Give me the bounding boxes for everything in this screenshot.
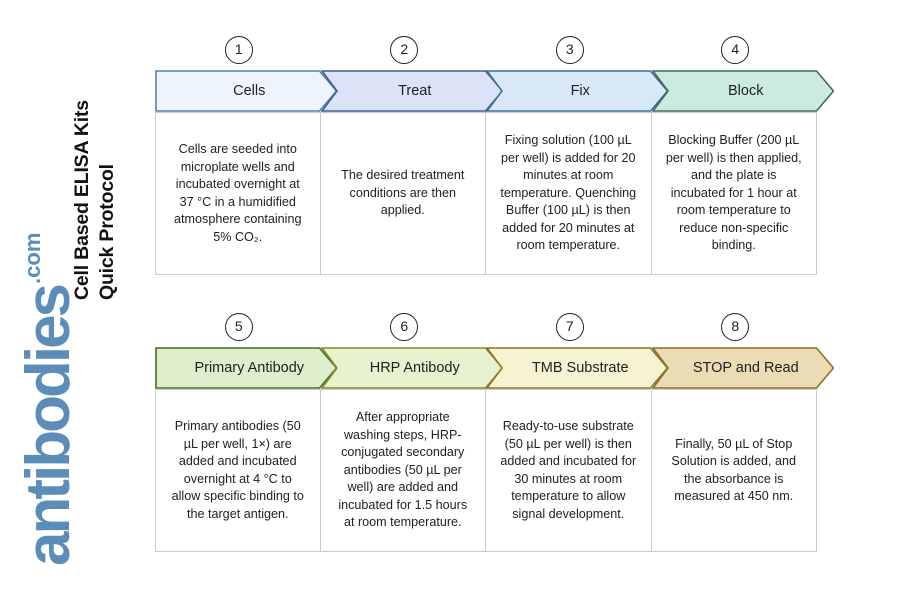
step-label: TMB Substrate — [531, 360, 629, 376]
chevron-shape — [651, 70, 834, 112]
step-description-text: Primary antibodies (50 µL per well, 1×) … — [171, 419, 304, 521]
step-description-2: The desired treatment conditions are the… — [320, 112, 486, 275]
step-number-badge: 6 — [390, 313, 419, 341]
step-description-4: Blocking Buffer (200 µL per well) is the… — [651, 112, 817, 275]
step-chevron-3[interactable]: Fix — [486, 70, 669, 112]
step-description-text: Blocking Buffer (200 µL per well) is the… — [665, 133, 802, 253]
chevron-shape — [486, 70, 669, 112]
step-badges-row-1: 1 2 3 4 — [155, 36, 845, 66]
chevron-shape — [320, 70, 503, 112]
step-number-badge: 7 — [555, 313, 584, 341]
step-number-badge: 5 — [224, 313, 253, 341]
step-label: Primary Antibody — [194, 360, 305, 376]
chevron-band-row-2: Primary Antibody HRP Antibody TMB Substrat… — [155, 347, 845, 389]
description-band-row-2: Primary antibodies (50 µL per well, 1×) … — [155, 389, 845, 552]
description-band-row-1: Cells are seeded into microplate wells a… — [155, 112, 845, 275]
chevron-shape — [486, 347, 669, 389]
step-label: Cells — [233, 83, 266, 99]
page-title-line2: Quick Protocol — [96, 164, 118, 300]
step-label: Fix — [570, 83, 590, 99]
step-label: HRP Antibody — [369, 360, 460, 376]
step-chevron-6[interactable]: HRP Antibody — [320, 347, 503, 389]
flow-row-2: 5 6 7 8 Primary Antibody HRP Antibody TMB Sub… — [155, 313, 845, 552]
step-label: Block — [728, 83, 764, 99]
step-description-text: Finally, 50 µL of Stop Solution is added… — [671, 436, 797, 504]
step-badges-row-2: 5 6 7 8 — [155, 313, 845, 343]
step-description-3: Fixing solution (100 µL per well) is add… — [486, 112, 652, 275]
step-description-text: Fixing solution (100 µL per well) is add… — [500, 133, 637, 253]
step-description-1: Cells are seeded into microplate wells a… — [155, 112, 321, 275]
step-description-text: The desired treatment conditions are the… — [341, 168, 465, 218]
step-label: STOP and Read — [692, 360, 799, 376]
step-number-badge: 3 — [555, 36, 584, 64]
brand-logo-suffix: .com — [20, 232, 45, 284]
step-number-badge: 8 — [721, 313, 750, 341]
step-number-badge: 2 — [390, 36, 419, 64]
step-number-badge: 4 — [721, 36, 750, 64]
step-description-text: Cells are seeded into microplate wells a… — [174, 142, 302, 244]
chevron-band-row-1: Cells Treat Fix Block — [155, 70, 845, 112]
chevron-shape — [651, 347, 834, 389]
step-number-badge: 1 — [224, 36, 253, 64]
step-chevron-1[interactable]: Cells — [155, 70, 338, 112]
step-description-5: Primary antibodies (50 µL per well, 1×) … — [155, 389, 321, 552]
brand-logo: antibodies.com — [14, 232, 83, 566]
chevron-shape — [320, 347, 503, 389]
step-description-8: Finally, 50 µL of Stop Solution is added… — [651, 389, 817, 552]
step-description-6: After appropriate washing steps, HRP-con… — [320, 389, 486, 552]
left-rail: Cell Based ELISA Kits Quick Protocol ant… — [0, 0, 155, 594]
step-label: Treat — [398, 83, 432, 99]
step-description-text: Ready-to-use substrate (50 µL per well) … — [500, 419, 637, 521]
step-chevron-2[interactable]: Treat — [320, 70, 503, 112]
flow-row-1: 1 2 3 4 Cells Treat Fix Block Cells are seeded… — [155, 36, 845, 275]
step-chevron-8[interactable]: STOP and Read — [651, 347, 834, 389]
brand-logo-text: antibodies — [14, 285, 83, 566]
step-chevron-4[interactable]: Block — [651, 70, 834, 112]
step-description-7: Ready-to-use substrate (50 µL per well) … — [486, 389, 652, 552]
step-description-text: After appropriate washing steps, HRP-con… — [338, 410, 468, 530]
step-chevron-5[interactable]: Primary Antibody — [155, 347, 338, 389]
step-chevron-7[interactable]: TMB Substrate — [486, 347, 669, 389]
